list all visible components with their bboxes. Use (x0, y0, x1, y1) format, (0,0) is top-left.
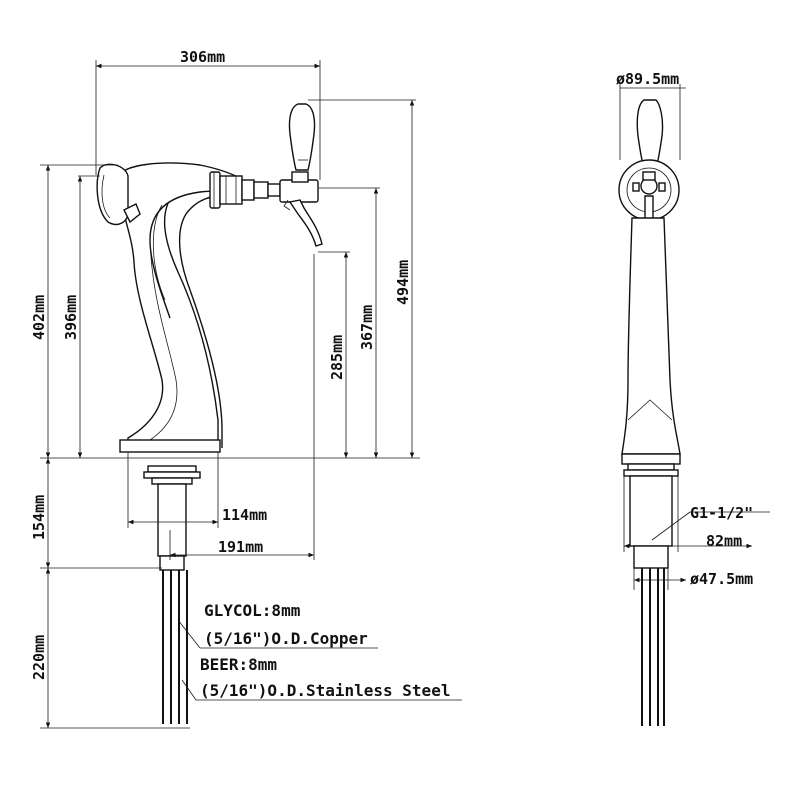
dim-220: 220mm (30, 635, 48, 680)
side-tap-handle (636, 99, 664, 169)
tower-body (119, 174, 231, 449)
dim-side-shank-diameter: ø47.5mm (690, 570, 753, 588)
side-shank (629, 475, 673, 547)
dimension-lines (40, 60, 770, 729)
dim-thread: G1-1/2" (690, 504, 753, 522)
dim-494: 494mm (394, 260, 412, 305)
beer-note-line2: (5/16")O.D.Stainless Steel (200, 681, 450, 700)
dim-396: 396mm (62, 295, 80, 340)
dim-191: 191mm (218, 538, 263, 556)
side-view (618, 99, 681, 726)
dim-367: 367mm (358, 305, 376, 350)
glycol-note-line1: GLYCOL:8mm (204, 601, 301, 620)
tubes (159, 555, 185, 571)
dim-285: 285mm (328, 335, 346, 380)
dim-114: 114mm (222, 506, 267, 524)
base-flange (119, 439, 221, 453)
tap-handle (288, 103, 316, 171)
beer-note-line1: BEER:8mm (200, 655, 277, 674)
faucet-body (279, 179, 319, 203)
dim-306: 306mm (180, 48, 225, 66)
collar (209, 171, 221, 209)
dim-82: 82mm (706, 532, 742, 550)
glycol-note-line2: (5/16")O.D.Copper (204, 629, 368, 648)
front-view (96, 103, 323, 724)
shank (157, 483, 187, 557)
dim-side-diameter: ø89.5mm (616, 70, 679, 88)
spout (288, 199, 323, 247)
dimension-labels: 306mm 402mm 396mm 285mm 367mm 494mm 154m… (30, 48, 753, 680)
side-column (621, 217, 681, 455)
dim-154: 154mm (30, 495, 48, 540)
tube-notes: GLYCOL:8mm (5/16")O.D.Copper BEER:8mm (5… (200, 601, 450, 700)
dim-402: 402mm (30, 295, 48, 340)
